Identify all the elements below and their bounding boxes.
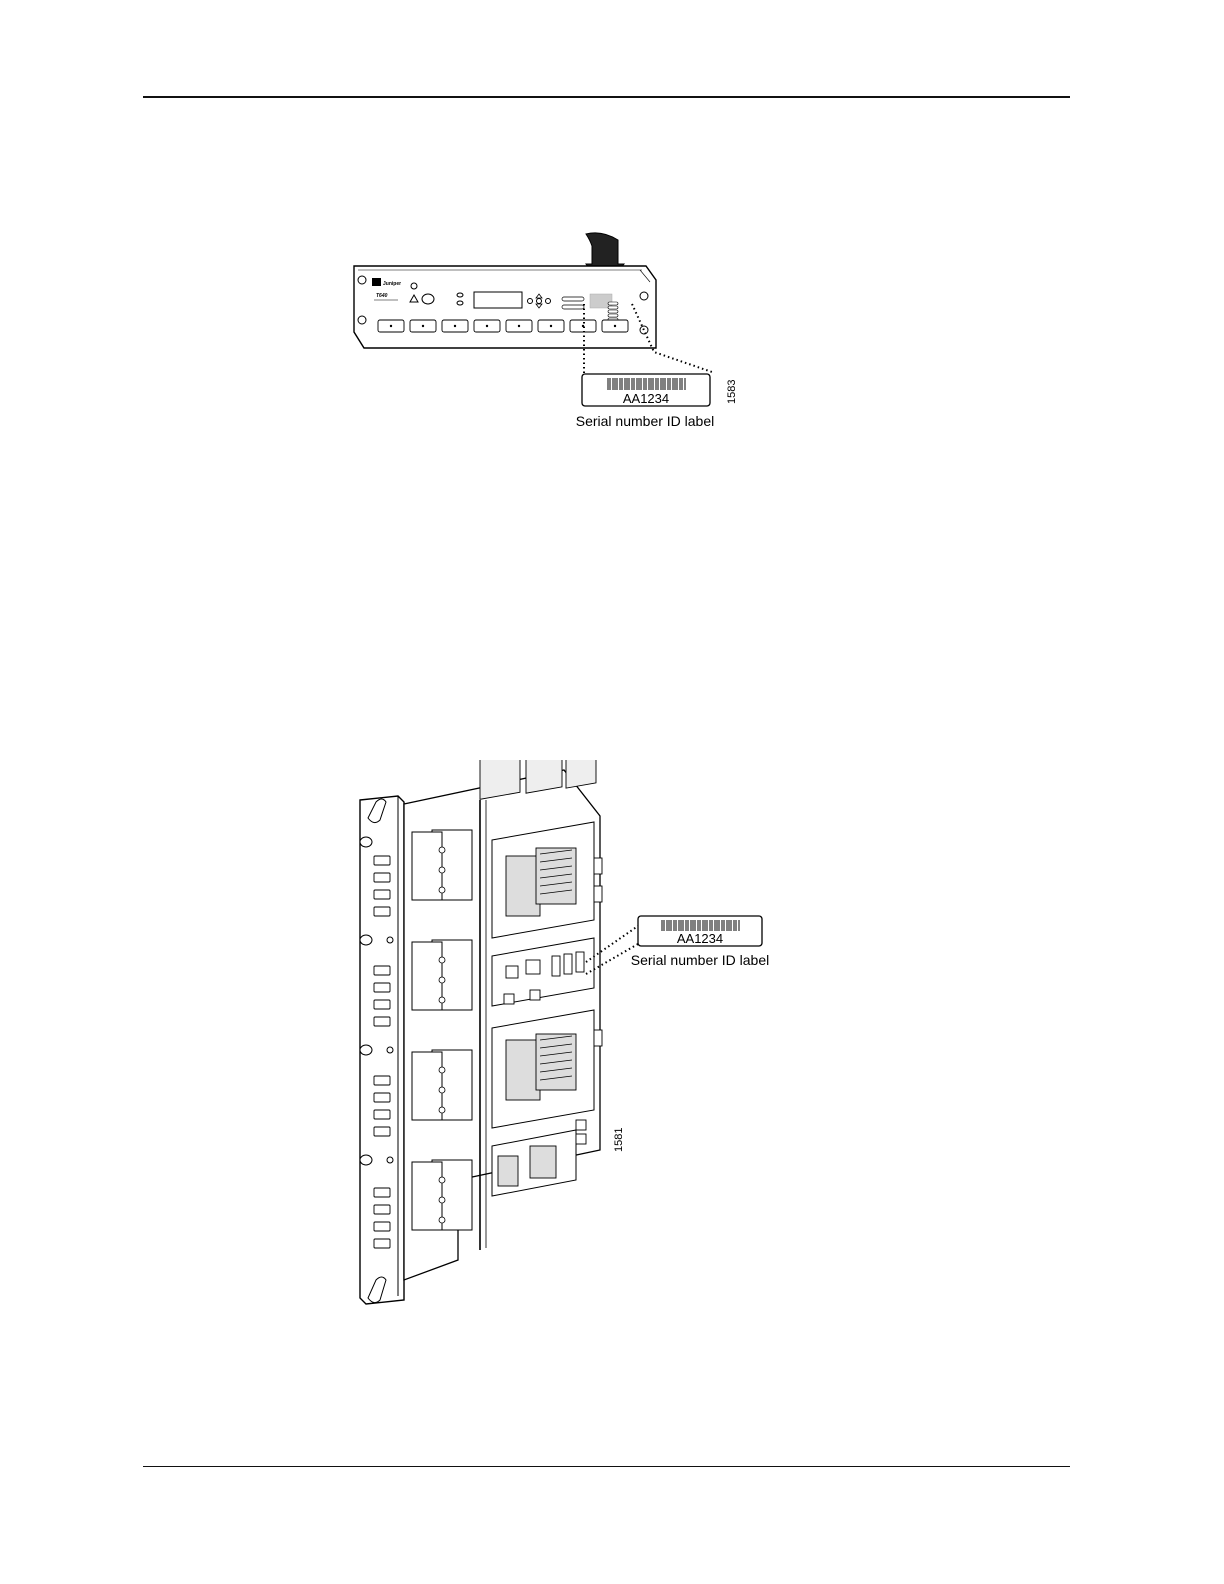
header-rule <box>143 96 1070 98</box>
serial-number-text: AA1234 <box>623 391 669 406</box>
footer-rule <box>143 1466 1070 1467</box>
pic-board-illustration: AA1234 Serial number ID label 1581 <box>340 760 790 1320</box>
pic-board-figure: AA1234 Serial number ID label 1581 <box>340 760 790 1320</box>
barcode-icon <box>608 378 685 390</box>
serial-number-text: AA1234 <box>677 931 723 946</box>
figure-number: 1583 <box>726 380 738 404</box>
juniper-logo: Juniper <box>383 281 401 287</box>
serial-label-caption: Serial number ID label <box>631 952 770 968</box>
craft-interface-illustration: Juniper T640 <box>340 220 760 440</box>
serial-label-caption: Serial number ID label <box>576 413 715 429</box>
craft-interface-figure: Juniper T640 <box>340 220 760 440</box>
figure-number: 1581 <box>613 1128 625 1152</box>
barcode-icon <box>662 920 739 931</box>
model-logo: T640 <box>376 293 388 299</box>
